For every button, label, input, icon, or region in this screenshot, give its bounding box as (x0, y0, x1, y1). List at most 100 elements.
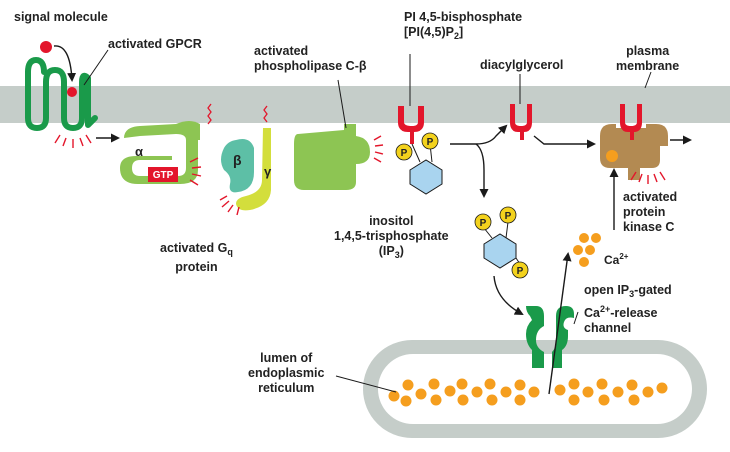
gpcr-activation-ticks (54, 134, 92, 148)
chan-line-1-sub: 3 (629, 289, 635, 299)
pip2-phosphate-1 (395, 143, 413, 161)
arrow-ip3-to-channel (493, 275, 524, 315)
er-line-2: endoplasmic (248, 366, 325, 380)
gamma-label: γ (264, 164, 272, 179)
g-alpha-lipid-anchor (207, 103, 212, 125)
pip2-lipid-tails (398, 106, 424, 144)
ip3-channel-left (526, 306, 544, 368)
chan-line-1-post: -gated (634, 283, 672, 297)
gpcr-loop-outer (25, 56, 47, 75)
pip2-line-2: [PI(4,5)P2] (404, 25, 522, 44)
cytosolic-calcium-ions (573, 233, 601, 267)
pip2-line-2-post: ] (459, 25, 464, 39)
ip3-line-1: inositol (369, 214, 414, 228)
signal-molecule (40, 41, 52, 53)
er-line-3: reticulum (258, 381, 315, 395)
ip3-channel-label: open IP3-gated Ca2+-release channel (584, 283, 672, 336)
activated-gpcr-text: activated GPCR (108, 37, 202, 51)
plc-line-1: activated (254, 44, 309, 58)
arrow-pip2-to-ip3 (475, 143, 489, 198)
gtp-label: GTP (153, 170, 174, 181)
channel-label-leader (573, 311, 579, 325)
ip3-line-3: (IP3) (334, 244, 449, 263)
gpcr-receptor (25, 67, 98, 131)
ip3-phosphate-2-label: P (505, 211, 512, 222)
ip3-line-2: 1,4,5-trisphosphate (334, 229, 449, 243)
gtp-box (148, 167, 178, 182)
pip2-phosphate-1-label: P (401, 148, 408, 159)
pip2-phosphate-2 (421, 132, 439, 150)
chan-line-1: open IP3-gated (584, 283, 672, 302)
pkc-bound-dag (620, 104, 642, 140)
plc-activation-ticks (373, 135, 384, 163)
signal-binding-arrow (53, 45, 77, 82)
beta-label: β (233, 152, 242, 168)
pkc-activation-ticks (630, 171, 666, 184)
ip3-phosphate-3-label: P (517, 266, 524, 277)
activated-gpcr-label: activated GPCR (108, 37, 202, 52)
chan-line-2-pre: Ca (584, 306, 600, 320)
ip3-phosphate-3 (511, 261, 529, 279)
g-alpha-subunit (120, 121, 200, 184)
chan-line-1-pre: open IP (584, 283, 630, 297)
chan-line-2-sup: 2+ (599, 304, 611, 314)
dag-text: diacylglycerol (480, 58, 564, 72)
pip2-phosphate-2-label: P (427, 137, 434, 148)
dag-lipid (510, 104, 532, 140)
pkc-line-2: protein (623, 205, 666, 219)
gq-line-1-text: activated G (160, 241, 228, 255)
g-gamma-subunit (236, 128, 271, 211)
er-lumen-label: lumen of endoplasmic reticulum (248, 351, 324, 396)
ip3-inositol-ring (483, 233, 517, 269)
plc-line-2: phospholipase C-β (254, 59, 367, 73)
pip2-line-1: PI 4,5-bisphosphate (404, 10, 523, 24)
ip3-linker-2 (505, 221, 509, 239)
ip3-channel-right (552, 306, 574, 368)
signal-molecule-text: signal molecule (14, 10, 108, 24)
calcium-label: Ca2+ (604, 252, 629, 267)
ip3-phosphate-2 (499, 206, 517, 224)
plasma-membrane-label: plasma membrane (616, 44, 679, 74)
ip3-line-3-post: ) (399, 244, 404, 258)
gpcr-bound-signal (67, 87, 77, 97)
arrow-pip2-to-dag (450, 124, 508, 145)
ip3-phosphate-1 (474, 213, 492, 231)
pm-line-1: plasma (626, 44, 670, 58)
pip2-label: PI 4,5-bisphosphate [PI(4,5)P2] (404, 10, 522, 44)
arrow-dag-to-pkc (533, 135, 596, 149)
gpcr-label-leader (83, 49, 109, 86)
phospholipase-label: activated phospholipase C-β (254, 44, 367, 74)
ip3-line-3-pre: (IP (378, 244, 395, 258)
g-beta-gamma-activation-ticks (219, 195, 240, 216)
alpha-label: α (135, 144, 143, 159)
er-label-leader (335, 375, 397, 393)
pkc-line-1: activated (623, 190, 678, 204)
plc-label-leader (337, 79, 347, 129)
chan-line-2-post: -release (610, 306, 658, 320)
gq-line-1: activated Gq (160, 241, 233, 260)
ip3-phosphate-1-label: P (480, 218, 487, 229)
pip2-line-2-pre: [PI(4,5)P (404, 25, 455, 39)
g-gamma-lipid-anchor (263, 105, 268, 123)
ip3-label: inositol 1,4,5-trisphosphate (IP3) (334, 214, 449, 263)
pkc-enzyme (600, 124, 668, 180)
ip3-line-3-sub: 3 (394, 250, 400, 260)
pm-label-leader (644, 71, 652, 89)
pkc-label: activated protein kinase C (623, 190, 677, 235)
pip2-line-2-sub: 2 (454, 31, 460, 41)
chan-line-3: channel (584, 321, 632, 335)
g-alpha-activation-ticks (189, 157, 202, 186)
g-beta-subunit (221, 139, 254, 193)
pip2-linker (411, 143, 421, 163)
pip2-inositol-ring (409, 159, 443, 195)
er-line-1: lumen of (260, 351, 313, 365)
pkc-bound-calcium (606, 150, 618, 162)
phospholipase-c-beta (294, 124, 370, 190)
gq-protein-label: activated Gq protein (160, 241, 233, 275)
arrow-calcium-release (548, 252, 572, 395)
er-calcium-ions (388, 378, 668, 407)
gq-line-2: protein (175, 260, 218, 274)
plasma-membrane-band (0, 86, 730, 123)
